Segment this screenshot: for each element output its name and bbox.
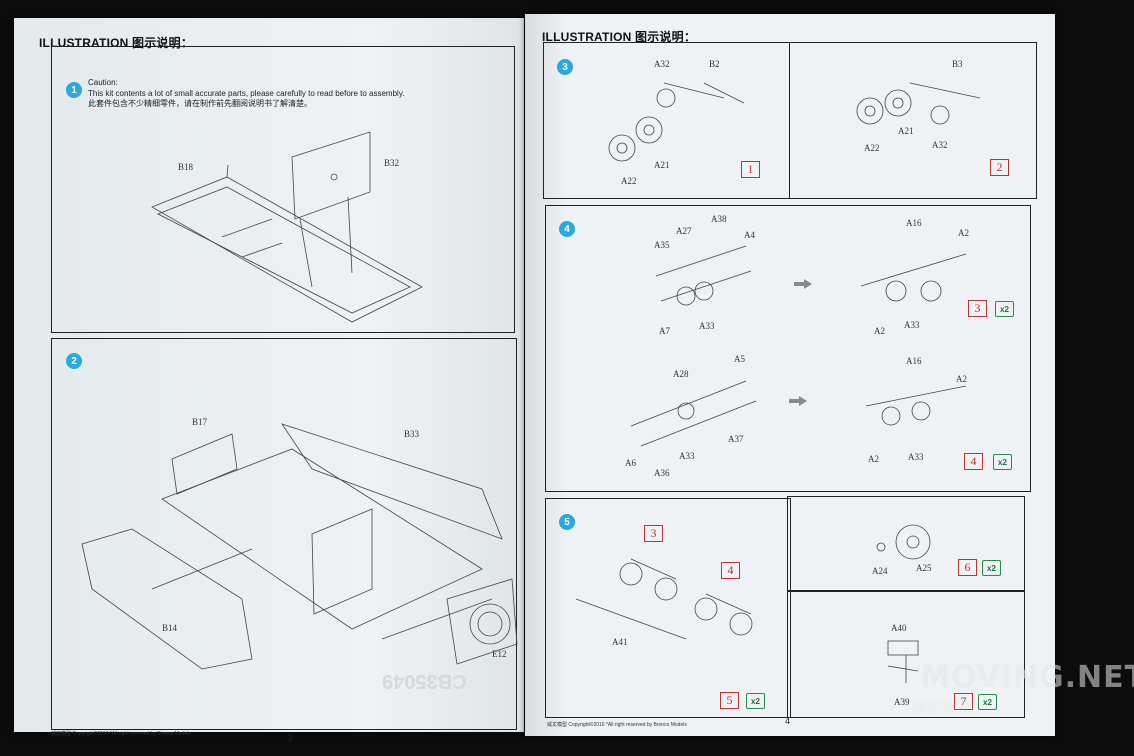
part-label: B18 xyxy=(178,162,194,172)
drive-sprocket-drawing xyxy=(876,524,931,560)
step-3b-panel: B3 A21 A22 A32 2 xyxy=(789,42,1037,199)
page-number: 4 xyxy=(785,716,791,726)
step-arrow-icon xyxy=(799,396,807,406)
suspension-unit-drawing xyxy=(575,558,753,640)
left-page: ILLUSTRATION 图示说明： 1 Caution: This kit c… xyxy=(14,18,524,743)
watermark-text: MOVING.NET xyxy=(920,660,1134,695)
part-label: A22 xyxy=(864,143,880,153)
hull-assembly-drawing xyxy=(81,423,518,670)
part-label: A28 xyxy=(673,369,689,379)
page-header: ILLUSTRATION 图示说明： xyxy=(542,30,697,44)
part-label: A4 xyxy=(744,230,755,240)
part-label: B33 xyxy=(404,429,420,439)
subassembly-number-box: 2 xyxy=(990,159,1009,176)
bogie-assembled-drawing xyxy=(856,82,981,125)
bogie-drawing xyxy=(608,82,745,162)
part-label: A33 xyxy=(679,451,695,461)
step-3a-panel: 3 A32 B2 A22 A21 1 xyxy=(543,42,790,199)
part-label: A24 xyxy=(872,566,888,576)
page-footer: 威龙模型 Copyright©2016 *All right reserved … xyxy=(547,722,687,728)
part-label: A2 xyxy=(956,374,967,384)
quantity-badge: x2 xyxy=(993,454,1012,470)
step-6-panel: A24 A25 6 x2 xyxy=(787,496,1025,592)
part-label: A21 xyxy=(898,126,914,136)
subassembly-number-box: 3 xyxy=(968,300,987,317)
part-label: B32 xyxy=(384,158,400,168)
subassembly-ref-box: 4 xyxy=(721,562,740,579)
step-4-panel: 4 A27 A38 A35 A4 A7 A33 A16 A2 A2 A33 3 … xyxy=(545,205,1031,492)
part-label: B17 xyxy=(192,417,208,427)
part-label: A16 xyxy=(906,218,922,228)
caution-title: Caution: xyxy=(88,78,118,87)
step-arrow-icon xyxy=(804,279,812,289)
part-label: B3 xyxy=(952,59,963,69)
caution-text: Caution: This kit contents a lot of smal… xyxy=(88,78,488,110)
quantity-badge: x2 xyxy=(978,694,997,710)
idler-arm-drawing xyxy=(887,640,919,683)
step-number-badge: 2 xyxy=(66,353,82,369)
part-label: A27 xyxy=(676,226,692,236)
part-label: A35 xyxy=(654,240,670,250)
part-label: A32 xyxy=(932,140,948,150)
hull-floor-drawing xyxy=(151,131,423,323)
subassembly-number-box: 7 xyxy=(954,693,973,710)
part-label: B14 xyxy=(162,623,178,633)
part-label: A38 xyxy=(711,214,727,224)
page-footer: 威龙模型 Copyright©2016 *All right reserved … xyxy=(51,731,191,737)
watermark-subtext: 模型网 xyxy=(912,699,954,715)
subassembly-number-box: 4 xyxy=(964,453,983,470)
part-label: A33 xyxy=(904,320,920,330)
part-label: E12 xyxy=(492,649,507,659)
part-label: A41 xyxy=(612,637,628,647)
part-label: A2 xyxy=(874,326,885,336)
part-label: A6 xyxy=(625,458,636,468)
quantity-badge: x2 xyxy=(995,301,1014,317)
part-label: A36 xyxy=(654,468,670,478)
part-label: A33 xyxy=(908,452,924,462)
caution-chinese: 此套件包含不少精细零件，请在制作前先翻阅说明书了解清楚。 xyxy=(88,99,312,108)
step-arrow-shaft xyxy=(794,282,804,286)
part-label: A2 xyxy=(958,228,969,238)
step-7-panel: A40 A39 7 x2 xyxy=(787,590,1025,718)
step-2-panel: 2 B17 B33 B14 E12 CB35049 xyxy=(51,338,518,730)
step-arrow-shaft xyxy=(789,399,799,403)
subassembly-ref-box: 3 xyxy=(644,525,663,542)
part-label: A33 xyxy=(699,321,715,331)
subassembly-number-box: 6 xyxy=(958,559,977,576)
part-label: B2 xyxy=(709,59,720,69)
step-5-panel: 5 3 4 A41 5 x2 xyxy=(545,498,791,718)
page-number: 3 xyxy=(288,733,294,743)
part-label: A32 xyxy=(654,59,670,69)
step-number-badge: 3 xyxy=(557,59,573,75)
part-label: A39 xyxy=(894,697,910,707)
right-page: ILLUSTRATION 图示说明： 3 A32 B2 A22 A21 1 B3… xyxy=(525,14,1055,736)
part-label: A25 xyxy=(916,563,932,573)
step-number-badge: 1 xyxy=(66,82,82,98)
part-label: A40 xyxy=(891,623,907,633)
part-label: A21 xyxy=(654,160,670,170)
quantity-badge: x2 xyxy=(982,560,1001,576)
part-label: A16 xyxy=(906,356,922,366)
step-1-panel: 1 Caution: This kit contents a lot of sm… xyxy=(51,46,515,333)
quantity-badge: x2 xyxy=(746,693,765,709)
part-label: A7 xyxy=(659,326,670,336)
subassembly-number-box: 1 xyxy=(741,161,760,178)
part-label: A2 xyxy=(868,454,879,464)
part-label: A22 xyxy=(621,176,637,186)
part-label: A37 xyxy=(728,434,744,444)
part-label: A5 xyxy=(734,354,745,364)
suspension-arm-drawing xyxy=(630,245,967,447)
subassembly-number-box: 5 xyxy=(720,692,739,709)
step-number-badge: 4 xyxy=(559,221,575,237)
step-number-badge: 5 xyxy=(559,514,575,530)
caution-english: This kit contents a lot of small accurat… xyxy=(88,88,405,98)
